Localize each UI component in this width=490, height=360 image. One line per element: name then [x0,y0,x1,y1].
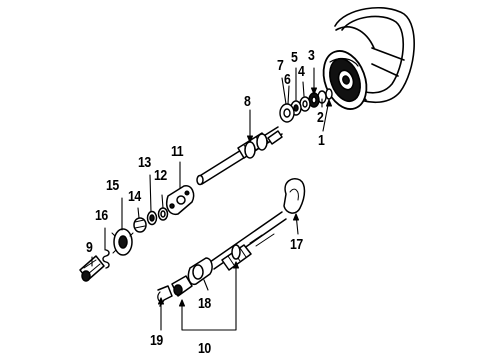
callout-10: 10 [198,340,211,357]
upper-steering-shaft [196,126,283,186]
callout-6: 6 [284,71,291,88]
lower-column-assembly [157,178,306,307]
callout-16: 16 [95,207,108,224]
callout-15: 15 [106,177,119,194]
callout-2: 2 [317,109,324,126]
callout-13: 13 [138,154,151,171]
callout-5: 5 [291,49,298,66]
callout-3: 3 [308,47,315,64]
callout-11: 11 [171,143,184,160]
callout-17: 17 [290,236,303,253]
callout-18: 18 [198,295,211,312]
callout-1: 1 [318,132,325,149]
steering-wheel [322,7,415,110]
callout-14: 14 [128,188,141,205]
callout-4: 4 [298,63,305,80]
callout-9: 9 [86,239,93,256]
lock-switch-parts [79,185,195,282]
callout-12: 12 [154,167,167,184]
callout-19: 19 [150,332,163,349]
callout-8: 8 [244,93,251,110]
callout-leader-lines [91,67,333,331]
upper-column-small-parts [279,88,333,123]
callout-7: 7 [277,57,284,74]
